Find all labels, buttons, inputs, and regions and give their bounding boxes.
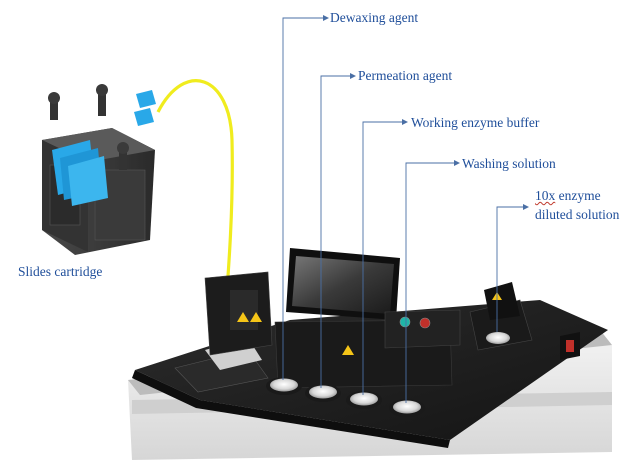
label-working-enzyme-buffer: Working enzyme buffer	[411, 115, 540, 130]
leader-washing	[405, 162, 456, 403]
label-diluted-solution: diluted solution	[535, 207, 620, 222]
blue-slides	[52, 140, 108, 206]
leader-permeation	[320, 75, 352, 388]
warning-triangle-icon	[342, 345, 354, 355]
leader-working-enzyme	[362, 121, 404, 395]
power-switch	[560, 332, 580, 360]
slides-cartridge	[42, 84, 156, 255]
reagent-wells	[266, 377, 425, 417]
leader-lines	[282, 15, 529, 403]
label-dewaxing-agent: Dewaxing agent	[330, 10, 419, 25]
leader-dewaxing	[282, 17, 325, 380]
label-10x-prefix: 10x	[535, 188, 556, 203]
label-washing-solution: Washing solution	[462, 156, 556, 171]
enzyme-station	[469, 282, 533, 351]
label-permeation-agent: Permeation agent	[358, 68, 453, 83]
control-buttons	[384, 309, 461, 349]
label-enzyme-word: enzyme	[555, 188, 601, 203]
warning-triangle-icon	[237, 312, 262, 322]
leader-enzyme	[496, 206, 525, 332]
reaction-box-holder	[204, 271, 273, 356]
label-10x-enzyme: 10x enzyme	[535, 187, 601, 204]
touch-screen	[286, 248, 400, 320]
label-slides-cartridge: Slides cartridge	[18, 264, 103, 279]
